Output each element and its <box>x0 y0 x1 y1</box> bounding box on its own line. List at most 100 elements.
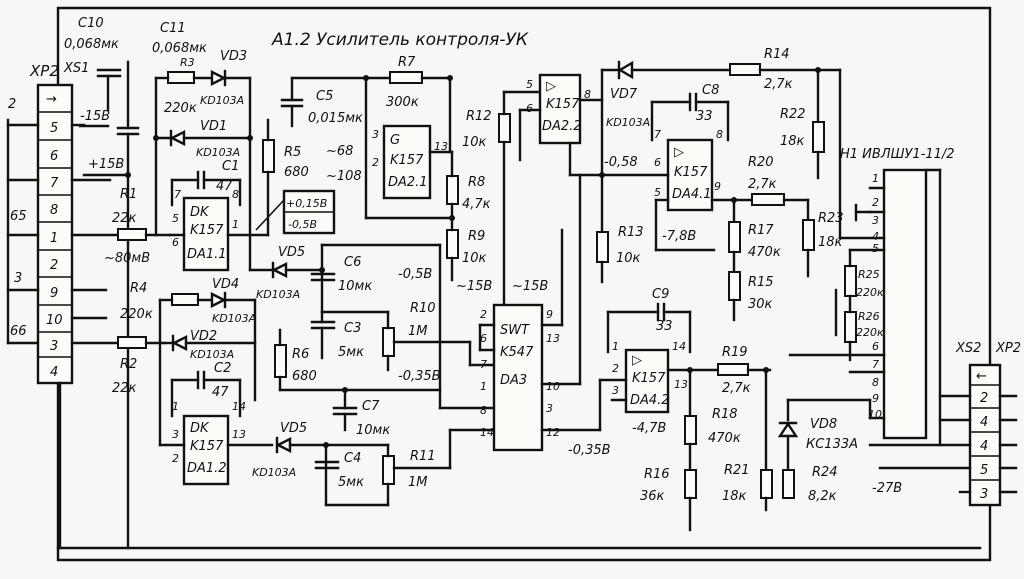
chip-da4-1: ▷ K157 DA4.1 7 8 6 9 5 <box>654 128 723 212</box>
chip-da4-2: ▷ K157 DA4.2 1 14 2 3 13 <box>612 340 688 414</box>
pin: 2 <box>480 308 487 321</box>
pin: 8 <box>584 88 591 101</box>
pin: 6 <box>654 156 661 169</box>
capacitor-c4: C4 5мк <box>314 451 364 490</box>
junctions <box>125 67 821 448</box>
pin: 4 <box>872 230 879 243</box>
c6-ref: C6 <box>344 255 361 270</box>
c2-ref: C2 <box>214 361 231 376</box>
vd3-ref: VD3 <box>220 49 247 64</box>
r4-value: 220к <box>120 307 153 322</box>
xp2-right-label: XP2 <box>995 341 1021 356</box>
r9-value: 10к <box>462 251 487 266</box>
r1-value: 22к <box>112 211 137 226</box>
pin: 3 <box>612 384 619 397</box>
pin: 3 <box>172 428 179 441</box>
pin: 3 <box>872 214 879 227</box>
vd7-ref: VD7 <box>610 87 638 102</box>
display-h1: Н1 ИВЛШУ1-11/2 1 2 3 4 5 6 7 8 9 10 <box>840 147 955 440</box>
vd8-ref: VD8 <box>810 417 837 432</box>
chip-type: DK <box>190 205 210 220</box>
resistor-r7: R7 300к <box>386 55 452 110</box>
voltage-68: ~68 <box>326 144 353 159</box>
chip-da1-2: DK K157 DA1.2 1 14 3 13 2 <box>172 400 246 486</box>
pin: 5 <box>526 78 533 91</box>
pin: 6 <box>172 236 179 249</box>
capacitor-c9: C9 33 <box>606 287 692 354</box>
c4-value: 5мк <box>338 475 364 490</box>
pin: 14 <box>672 340 686 353</box>
r3-value: 220к <box>164 101 197 116</box>
r11-ref: R11 <box>410 449 436 464</box>
r21-value: 18к <box>722 489 747 504</box>
r22-value: 18к <box>780 134 805 149</box>
pin: 2 <box>8 97 16 112</box>
vd2-ref: VD2 <box>190 329 217 344</box>
resistor-r13: R13 10к <box>596 225 644 284</box>
r18-ref: R18 <box>712 407 738 422</box>
diode-vd5-lower: VD5 KD103A <box>252 421 328 479</box>
r4-ref: R4 <box>130 281 147 296</box>
h1-label: Н1 ИВЛШУ1-11/2 <box>840 147 955 162</box>
vd5a-ref: VD5 <box>278 245 305 260</box>
r10-value: 1М <box>408 324 428 339</box>
pin: 4 <box>50 365 58 380</box>
connector-xs2: ← XS2 XP2 2 4 4 5 3 <box>955 341 1021 507</box>
r17-value: 470к <box>748 245 781 260</box>
r14-ref: R14 <box>764 47 790 62</box>
r18-value: 470к <box>708 431 741 446</box>
chip-type: G <box>390 133 400 148</box>
voltage-80mv: ~80мВ <box>104 251 150 266</box>
pin: 2 <box>872 196 879 209</box>
c5-ref: C5 <box>316 89 333 104</box>
resistor-r14: R14 2,7к <box>729 47 842 92</box>
c5-value: 0,015мк <box>308 111 363 126</box>
r12-ref: R12 <box>466 109 492 124</box>
resistor-r3: R3 220к <box>164 56 197 116</box>
r23-ref: R23 <box>818 211 844 226</box>
pin: 8 <box>50 203 58 218</box>
chip-model: K547 <box>500 345 534 360</box>
r3-ref: R3 <box>180 56 195 69</box>
pin: 10 <box>46 313 63 328</box>
pin: 13 <box>232 428 246 441</box>
pin: 10 <box>546 380 560 393</box>
r15-value: 30к <box>748 297 773 312</box>
diagram-title: А1.2 Усилитель контроля-УК <box>271 30 529 50</box>
pin: 1 <box>612 340 619 353</box>
vd1-ref: VD1 <box>200 119 227 134</box>
r6-value: 680 <box>292 369 317 384</box>
pin: 3 <box>980 487 988 502</box>
r19-value: 2,7к <box>722 381 751 396</box>
c10-value: 0,068мк <box>64 37 119 52</box>
pin: 5 <box>980 463 988 478</box>
r5-value: 680 <box>284 165 309 180</box>
resistor-r24: R24 8,2к <box>782 465 838 504</box>
r24-ref: R24 <box>812 465 838 480</box>
pin: 6 <box>872 340 879 353</box>
connector-arrow-icon: → <box>46 92 57 107</box>
chip-model: K157 <box>190 223 224 238</box>
pin: 2 <box>50 258 58 273</box>
r8-value: 4,7к <box>462 197 491 212</box>
pin: 9 <box>50 286 58 301</box>
r20-value: 2,7к <box>748 177 777 192</box>
r10-ref: R10 <box>410 301 436 316</box>
chip-ref: DA4.2 <box>630 393 670 408</box>
c11-ref: C11 <box>160 21 186 36</box>
chip-model: K157 <box>632 371 666 386</box>
r2-ref: R2 <box>120 357 137 372</box>
resistor-r17: R17 470к <box>728 221 781 274</box>
pin: 7 <box>654 128 661 141</box>
r24-value: 8,2к <box>808 489 837 504</box>
c10-ref: C10 <box>78 16 104 31</box>
voltage-minus-05: -0,5В <box>398 267 432 282</box>
vd4-value: KD103A <box>212 312 256 325</box>
vd3-value: KD103A <box>200 94 244 107</box>
pin: 9 <box>872 392 879 405</box>
r13-ref: R13 <box>618 225 644 240</box>
c3-value: 5мк <box>338 345 364 360</box>
chip-ref: DA4.1 <box>672 187 712 202</box>
pin: 5 <box>172 212 179 225</box>
